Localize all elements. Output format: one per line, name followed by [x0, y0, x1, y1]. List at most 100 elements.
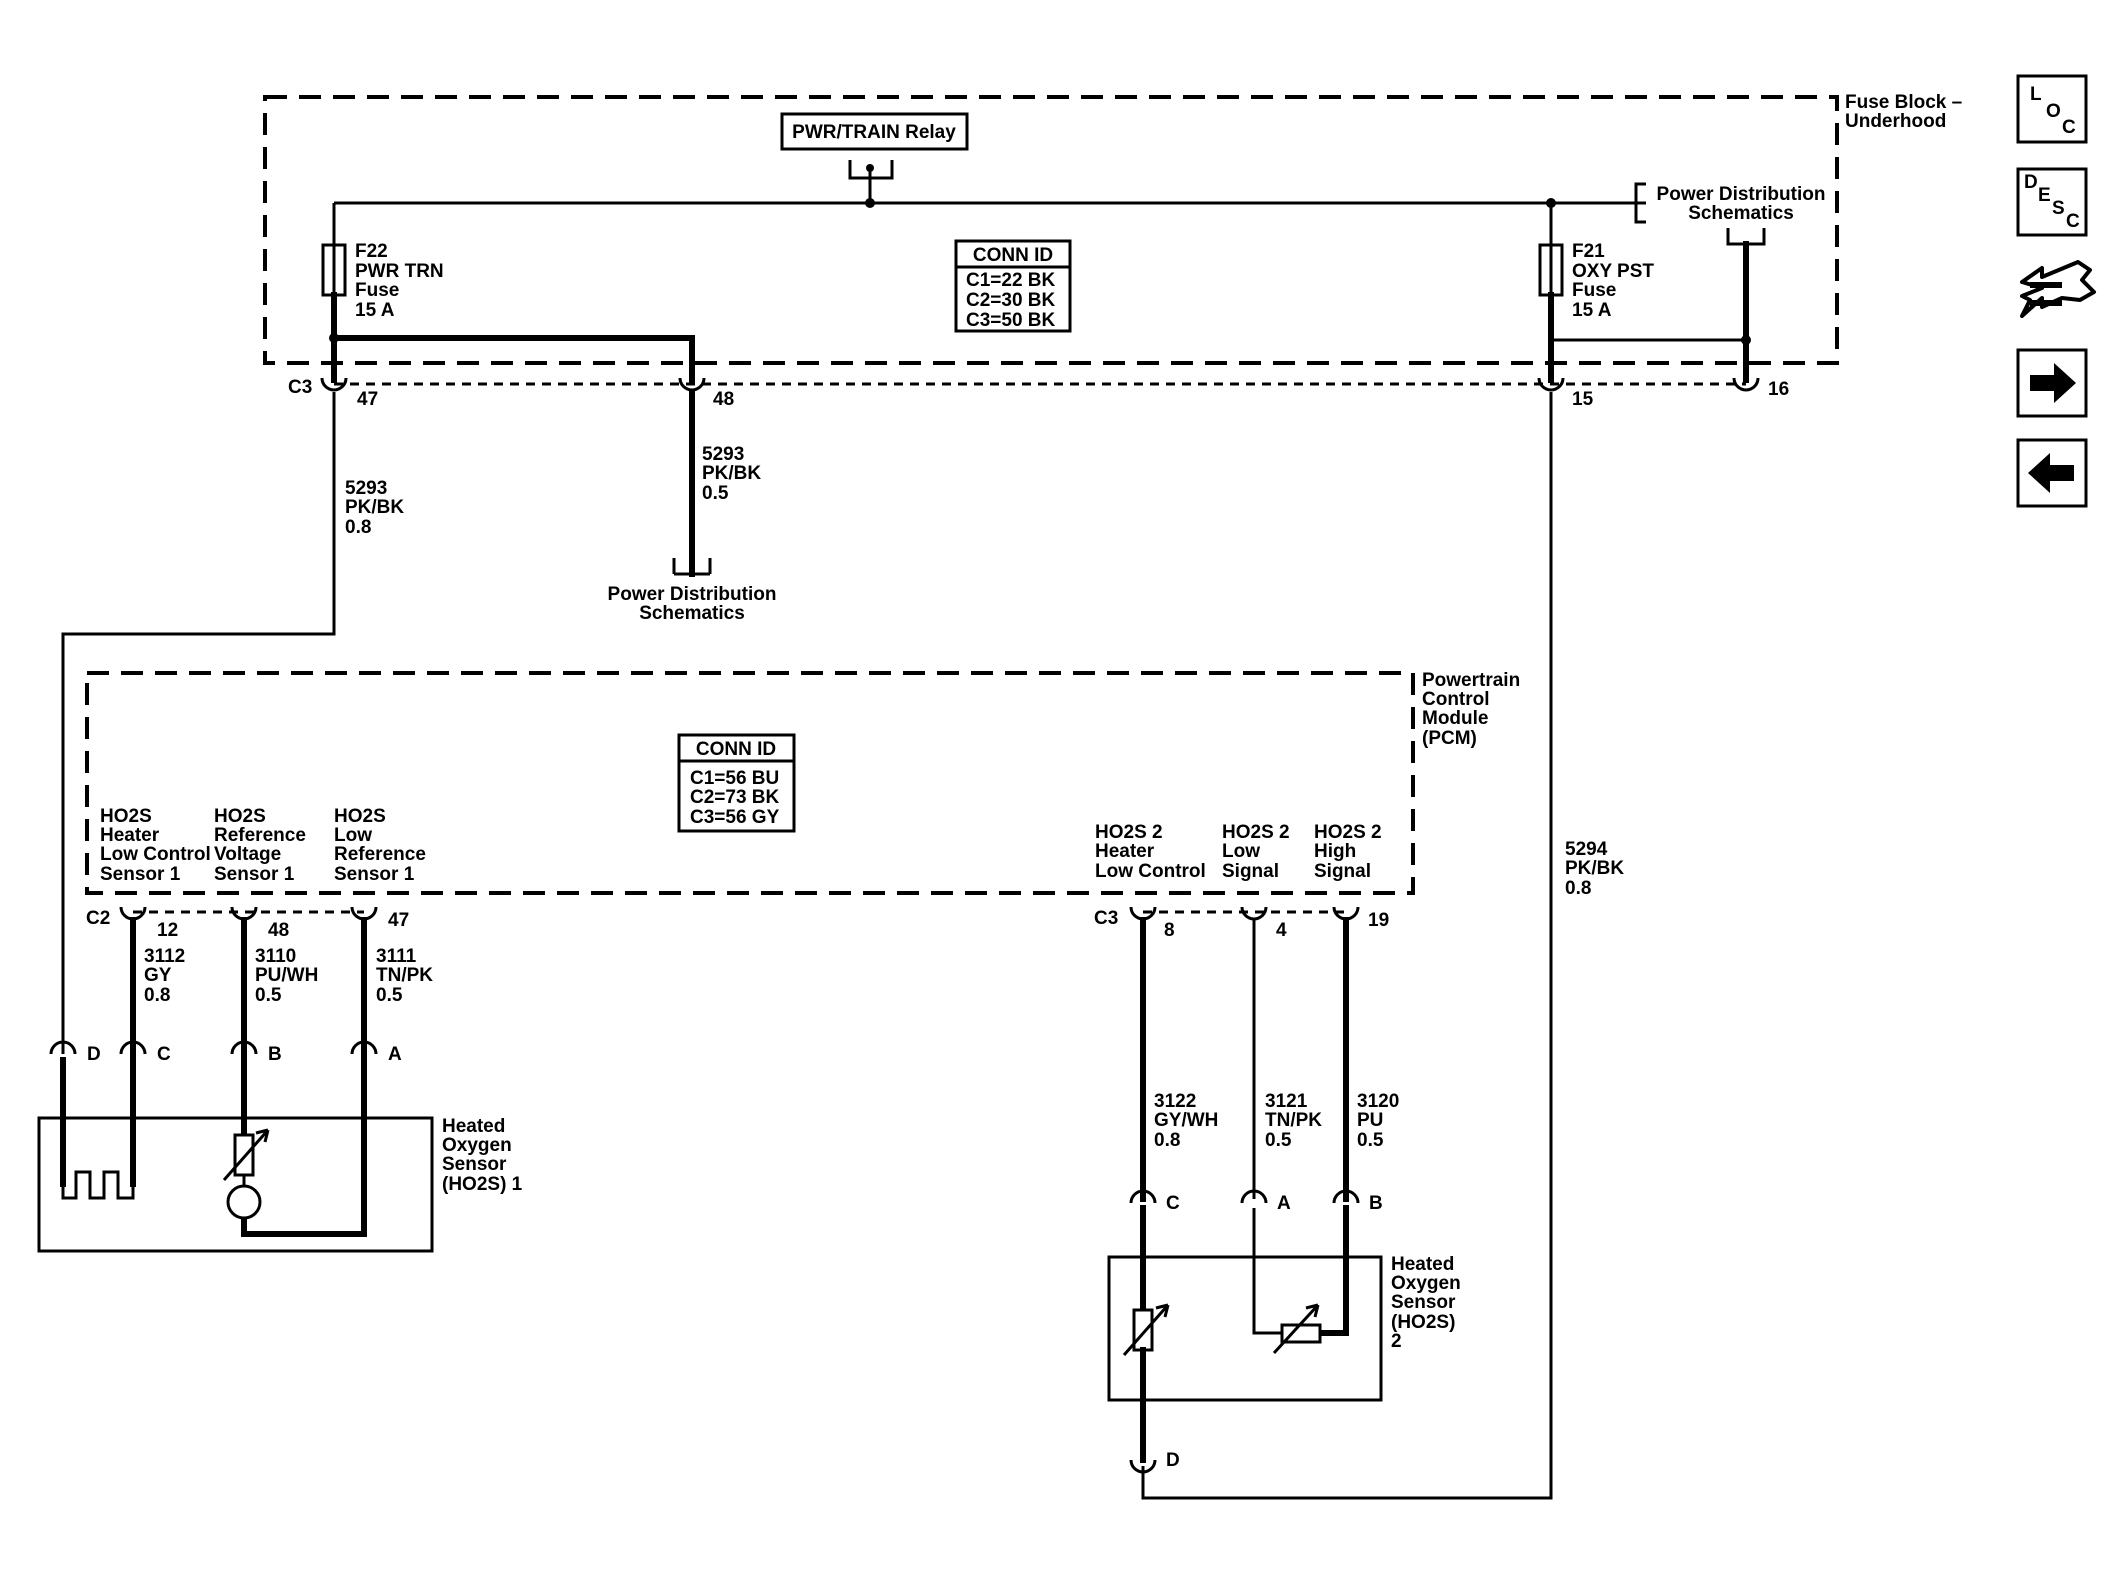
pcm-label-line3: Module	[1422, 708, 1489, 729]
c2-pin-12: 12	[157, 920, 178, 941]
w3122-color: GY/WH	[1154, 1110, 1218, 1131]
desc-button[interactable]: D E S C	[2016, 167, 2088, 237]
sensor2-label-line5: 2	[1391, 1331, 1402, 1352]
pcm-low2-line3: Signal	[1222, 861, 1279, 882]
pcm-boundary	[85, 671, 1415, 895]
prev-page-button[interactable]	[2016, 438, 2088, 508]
c3-pin-4: 4	[1276, 920, 1287, 941]
sensor1-label-line4: (HO2S) 1	[442, 1174, 523, 1195]
s1-pin-d: D	[87, 1044, 101, 1065]
w5293-mid-circuit: 5293	[702, 444, 744, 465]
w5293-left-circuit: 5293	[345, 478, 387, 499]
s1-pin-a: A	[388, 1044, 402, 1065]
c3-pin-4-symbol	[1240, 906, 1268, 921]
pcm-c3-label: C3	[1094, 908, 1118, 929]
sensor1-connector: D C B A	[49, 1040, 402, 1065]
relay-contact	[848, 160, 894, 203]
next-page-button[interactable]	[2016, 348, 2088, 418]
pcm-low2-line2: Low	[1222, 841, 1260, 862]
sensor1-heater-element	[61, 1170, 135, 1200]
sensor1-housing	[37, 1116, 434, 1253]
c3-pin-16-symbol	[1732, 377, 1760, 392]
desc-letter-s: S	[2052, 198, 2065, 219]
sensor2-label-line3: Sensor	[1391, 1292, 1456, 1313]
fuse-conn-id-c3: C3=50 BK	[966, 310, 1056, 331]
fuse-conn-id-c2: C2=30 BK	[966, 290, 1056, 311]
w5294-circuit: 5294	[1565, 839, 1608, 860]
nav-buttons: L O C D E S C	[2016, 74, 2096, 508]
pwr-train-relay-label: PWR/TRAIN Relay	[792, 122, 956, 143]
arrow-right-icon	[2030, 363, 2076, 403]
w5293-mid-gauge: 0.5	[702, 483, 729, 504]
w3111-gauge: 0.5	[376, 985, 403, 1006]
f21-line2: OXY PST	[1572, 261, 1654, 282]
f21-line1: F21	[1572, 241, 1605, 262]
pcm-low1-line1: HO2S	[334, 806, 386, 827]
w3120-color: PU	[1357, 1110, 1383, 1131]
s1-pin-c: C	[157, 1044, 171, 1065]
sensor2-label-line4: (HO2S)	[1391, 1312, 1455, 1333]
w3112-gauge: 0.8	[144, 985, 170, 1006]
s2-pin-b: B	[1369, 1193, 1383, 1214]
w3122-circuit: 3122	[1154, 1091, 1196, 1112]
heated-oxygen-sensor-1: Heated Oxygen Sensor (HO2S) 1	[37, 1116, 523, 1253]
pcm-heater1-line4: Sensor 1	[100, 864, 181, 885]
fuse-c3-label: C3	[288, 377, 312, 398]
pcm-heater2-line2: Heater	[1095, 841, 1155, 862]
sensor1-voltage-source	[226, 1184, 262, 1220]
sensor2-heater-arrow	[1122, 1303, 1170, 1356]
desc-letter-e: E	[2038, 185, 2051, 206]
fuse-conn-id-c1: C1=22 BK	[966, 270, 1056, 291]
connector-view-button[interactable]	[2020, 260, 2096, 318]
w3120-circuit: 3120	[1357, 1091, 1399, 1112]
c3-pin-8: 8	[1164, 920, 1175, 941]
pcm-conn-id-c3: C3=56 GY	[690, 807, 780, 828]
w3111-color: TN/PK	[376, 965, 433, 986]
w3110-circuit: 3110	[255, 946, 296, 967]
s1-pin-b-symbol	[230, 1040, 258, 1055]
pcm-ref1-line2: Reference	[214, 825, 306, 846]
s1-pin-c-symbol	[119, 1040, 147, 1055]
pcm-high2-line1: HO2S 2	[1314, 822, 1382, 843]
relay-node	[866, 164, 874, 172]
c3-pin-19: 19	[1368, 910, 1389, 931]
f22-branch-48	[331, 335, 695, 383]
c3-pin-15-symbol	[1537, 377, 1565, 392]
fuse-conn-id-title: CONN ID	[973, 245, 1053, 266]
sensor1-label-line3: Sensor	[442, 1154, 507, 1175]
pcm-heater1-line3: Low Control	[100, 844, 211, 865]
sensor1-variable-arrow	[222, 1128, 270, 1181]
s1-pin-d-symbol	[49, 1040, 77, 1055]
s2-pin-c-symbol	[1129, 1189, 1157, 1204]
pcm-conn-id-body-box	[677, 759, 796, 833]
pcm-ref1-line4: Sensor 1	[214, 864, 295, 885]
s2-pin-c: C	[1166, 1193, 1180, 1214]
sensor2-heater-resistor	[1132, 1308, 1154, 1352]
s2-pin-a: A	[1277, 1193, 1291, 1214]
pcm-conn-id-c2: C2=73 BK	[690, 787, 780, 808]
w3122-gauge: 0.8	[1154, 1130, 1180, 1151]
pcm-high2-line2: High	[1314, 841, 1356, 862]
pcm-heater1-line1: HO2S	[100, 806, 152, 827]
w3110-gauge: 0.5	[255, 985, 282, 1006]
w5294-color: PK/BK	[1565, 858, 1624, 879]
fuse-conn-id-title-box	[954, 239, 1072, 269]
pcm-ref1-line3: Voltage	[214, 844, 281, 865]
pcm-high2-line3: Signal	[1314, 861, 1371, 882]
w3120-gauge: 0.5	[1357, 1130, 1384, 1151]
sensor1-variable-resistor	[233, 1133, 255, 1177]
pcm: Powertrain Control Module (PCM) CONN ID …	[85, 670, 1520, 895]
loc-letter-c: C	[2062, 117, 2076, 138]
heated-oxygen-sensor-2: Heated Oxygen Sensor (HO2S) 2	[1107, 1205, 1461, 1463]
wire-5293-pk-bk-0-8	[61, 392, 336, 1040]
pcm-conn-id: CONN ID C1=56 BU C2=73 BK C3=56 GY	[677, 733, 796, 833]
sensor2-label-line2: Oxygen	[1391, 1273, 1461, 1294]
pds-top-line1: Power Distribution	[1657, 184, 1826, 205]
s2-pin-b-symbol	[1332, 1189, 1360, 1204]
desc-letter-d: D	[2024, 172, 2038, 193]
w5293-left-gauge: 0.8	[345, 517, 371, 538]
f21-line3: Fuse	[1572, 280, 1616, 301]
desc-letter-c: C	[2066, 211, 2080, 232]
f21-bus-node	[1546, 198, 1556, 208]
loc-button[interactable]: L O C	[2016, 74, 2088, 144]
